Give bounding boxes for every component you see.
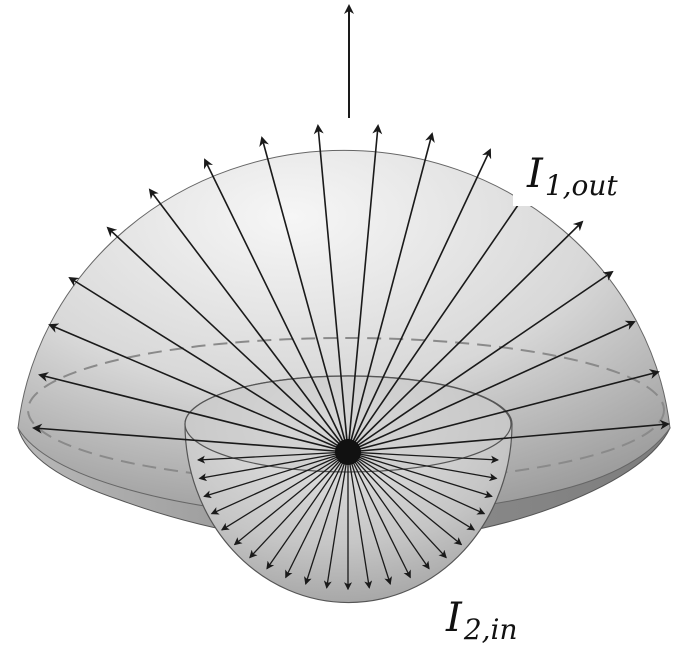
outgoing-intensity-label: I1,out (513, 148, 653, 206)
incoming-intensity-label: I2,in (442, 596, 572, 648)
incoming-label-main: I (446, 595, 462, 641)
incoming-label-sub: 2,in (464, 613, 518, 646)
outgoing-label-sub: 1,out (545, 169, 618, 202)
center-point (335, 439, 361, 465)
outgoing-label-main: I (527, 151, 543, 197)
